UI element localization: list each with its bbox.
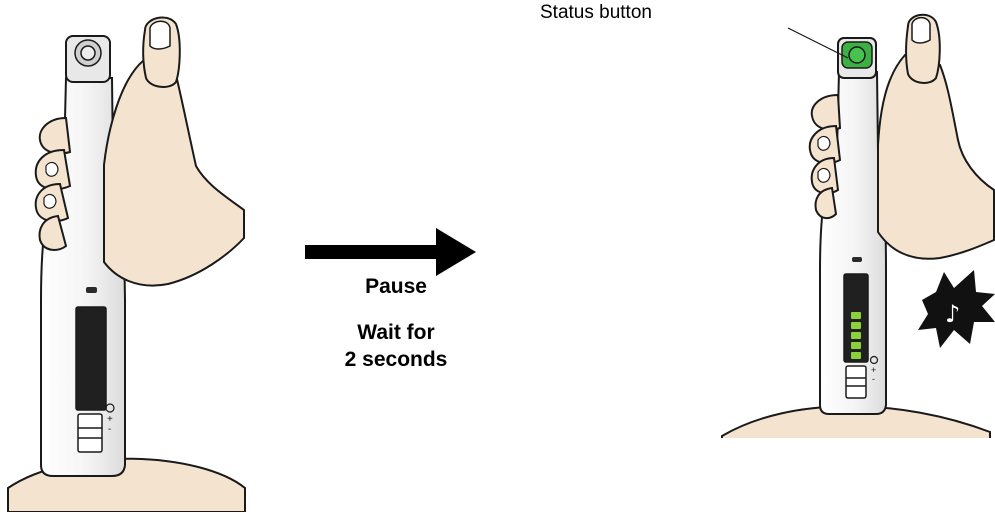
after-panel: + - ♪ bbox=[720, 13, 995, 512]
svg-text:♪: ♪ bbox=[945, 300, 960, 328]
hand-left bbox=[34, 16, 245, 287]
svg-text:-: - bbox=[872, 374, 875, 384]
hand-right bbox=[808, 13, 995, 260]
progress-window-empty bbox=[75, 306, 107, 411]
wait-instruction: Wait for 2 seconds bbox=[318, 319, 474, 373]
status-button-label: Status button bbox=[540, 2, 652, 23]
right-arrow-icon bbox=[305, 228, 476, 276]
svg-text:-: - bbox=[108, 424, 111, 435]
music-note-icon: ♪ bbox=[918, 270, 995, 348]
timer-icon-right bbox=[869, 355, 879, 365]
svg-text:+: + bbox=[107, 414, 113, 425]
pause-label: Pause bbox=[365, 275, 427, 298]
before-panel: + - bbox=[7, 16, 246, 512]
wait-line-2: 2 seconds bbox=[344, 348, 448, 371]
status-button-leader-line bbox=[787, 27, 849, 59]
wait-line-1: Wait for bbox=[357, 321, 435, 344]
svg-text:+: + bbox=[871, 365, 876, 375]
timer-icon-left bbox=[105, 403, 115, 413]
injector-pen-right: + - bbox=[819, 37, 887, 415]
